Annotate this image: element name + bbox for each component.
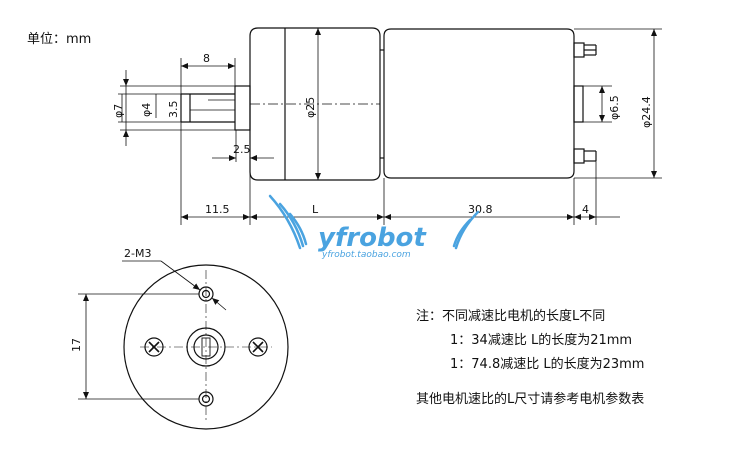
dim-phi6-5: φ6.5 [608, 95, 621, 120]
dim-11-5: 11.5 [205, 203, 230, 216]
yfrobot-watermark: yfrobot yfrobot.taobao.com [268, 194, 480, 260]
wing-left-icon [268, 194, 308, 250]
dim-phi24-4: φ24.4 [640, 96, 653, 128]
screw-left-icon [144, 337, 164, 357]
terminal-top [573, 42, 597, 58]
dim-3-5: 3.5 [167, 101, 180, 119]
front-outer-circle [123, 264, 289, 430]
note-line-2: 1：34减速比 L的长度为21mm [450, 333, 633, 348]
dim-phi25: φ25 [304, 97, 317, 118]
note-line-3: 1：74.8减速比 L的长度为23mm [450, 357, 645, 372]
watermark-url: yfrobot.taobao.com [321, 250, 411, 260]
gearbox-body [249, 27, 381, 181]
dim-L: L [312, 203, 319, 216]
dim-30-8: 30.8 [468, 203, 493, 216]
screw-right-icon [248, 337, 268, 357]
terminal-bottom [573, 148, 597, 164]
wing-right-icon [452, 210, 480, 250]
rear-bearing-boss [573, 85, 584, 123]
dim-2-5: 2.5 [233, 143, 251, 156]
dim-8: 8 [203, 52, 210, 65]
motor-body [380, 28, 575, 179]
side-view [118, 27, 662, 225]
notes-block: 注：不同减速比电机的长度L不同 1：34减速比 L的长度为21mm 1：74.8… [416, 305, 644, 412]
dim-17: 17 [70, 338, 83, 352]
shaft-boss [234, 85, 251, 131]
hole-label: 2-M3 [124, 247, 151, 260]
dim-phi7: φ7 [112, 104, 125, 118]
unit-label: 单位：mm [27, 32, 92, 47]
front-view [78, 260, 289, 430]
watermark-brand: yfrobot [318, 223, 427, 253]
dim-phi4-visible: φ4 [140, 103, 153, 117]
output-shaft [180, 93, 235, 123]
note-line-4: 其他电机速比的L尺寸请参考电机参数表 [416, 392, 645, 407]
dim-4: 4 [582, 203, 589, 216]
note-line-1: 注：不同减速比电机的长度L不同 [416, 309, 606, 324]
